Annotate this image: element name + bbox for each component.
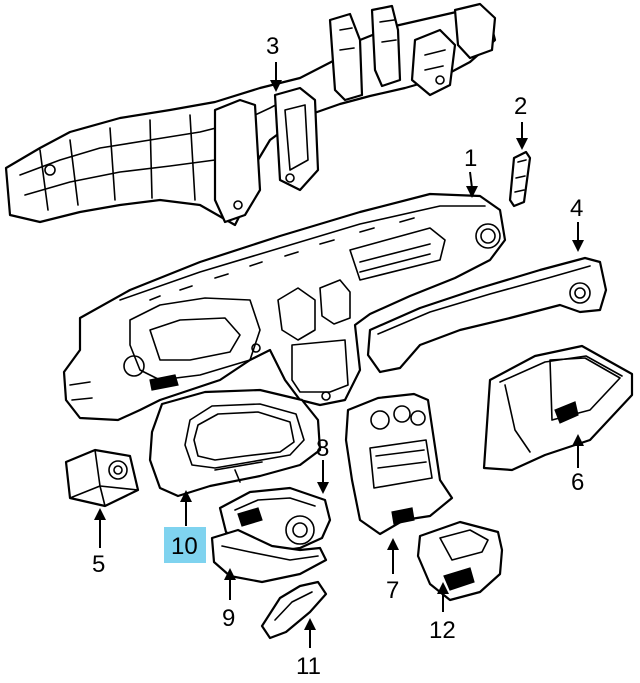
callout-7[interactable]: 7 [386, 577, 399, 604]
part-glove-box[interactable] [482, 344, 634, 472]
callout-10-highlight [164, 527, 206, 563]
part-trim-panel[interactable] [366, 256, 608, 374]
callout-6[interactable]: 6 [571, 469, 584, 496]
part-ashtray[interactable] [416, 520, 504, 602]
callout-11[interactable]: 11 [296, 653, 321, 680]
callout-4[interactable]: 4 [570, 195, 583, 222]
callout-2[interactable]: 2 [514, 93, 527, 120]
callout-3[interactable]: 3 [266, 33, 279, 60]
callout-labels: 3 2 1 4 8 6 10 5 7 9 12 11 [92, 33, 584, 680]
part-column-cover-lower[interactable] [210, 528, 328, 584]
callout-leaders [94, 62, 584, 648]
callout-12[interactable]: 12 [429, 617, 456, 644]
part-knee-trim[interactable] [260, 580, 328, 640]
callout-1[interactable]: 1 [464, 145, 477, 172]
part-side-strip[interactable] [508, 150, 532, 208]
callout-5[interactable]: 5 [92, 551, 105, 578]
callout-9[interactable]: 9 [222, 605, 235, 632]
part-switch-bezel[interactable] [64, 448, 140, 508]
part-center-bezel[interactable] [344, 392, 454, 536]
callout-10[interactable]: 10 [171, 533, 198, 560]
callout-8[interactable]: 8 [316, 435, 329, 462]
part-instrument-panel[interactable] [62, 192, 507, 422]
part-support-beam[interactable] [4, 2, 497, 227]
part-cluster-bezel[interactable] [148, 388, 322, 498]
